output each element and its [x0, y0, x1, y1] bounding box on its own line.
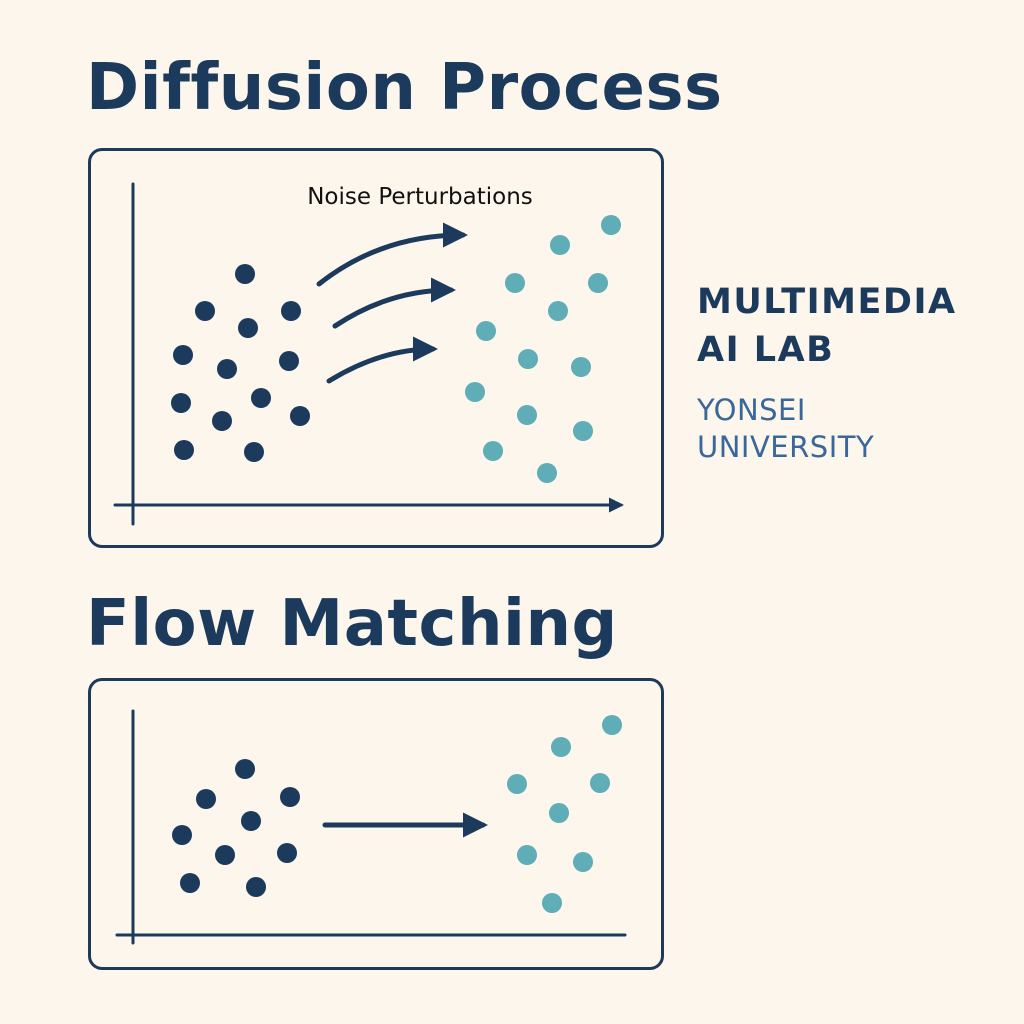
target-dot [590, 773, 610, 793]
source-distribution [171, 264, 310, 462]
target-dot [601, 215, 621, 235]
source-dot [235, 264, 255, 284]
target-dot [476, 321, 496, 341]
source-dot [171, 393, 191, 413]
source-dot [196, 789, 216, 809]
perturbation-arrow-2 [332, 277, 456, 329]
target-dot [465, 382, 485, 402]
flow-matching-panel [88, 678, 664, 970]
target-dot [517, 845, 537, 865]
source-dot [244, 442, 264, 462]
source-dot [280, 787, 300, 807]
source-dot [238, 318, 258, 338]
source-dot [195, 301, 215, 321]
source-dot [251, 388, 271, 408]
target-dot [518, 349, 538, 369]
diffusion-process-panel: Noise Perturbations [88, 148, 664, 548]
source-dot [212, 411, 232, 431]
target-dot [517, 405, 537, 425]
source-dot [215, 845, 235, 865]
noise-perturbations-label: Noise Perturbations [307, 184, 533, 210]
target-dot [602, 715, 622, 735]
source-dot [174, 440, 194, 460]
university-name: YONSEI UNIVERSITY [697, 392, 874, 466]
university-name-line-2: UNIVERSITY [697, 430, 875, 464]
source-dot [241, 811, 261, 831]
target-dot [551, 737, 571, 757]
source-dot [173, 345, 193, 365]
source-dot [180, 873, 200, 893]
target-dot [588, 273, 608, 293]
target-dot [505, 273, 525, 293]
target-dot [507, 774, 527, 794]
target-dot [542, 893, 562, 913]
target-dot [573, 421, 593, 441]
source-dot [246, 877, 266, 897]
target-dot [571, 357, 591, 377]
source-dot [277, 843, 297, 863]
source-dot [172, 825, 192, 845]
target-dot [550, 235, 570, 255]
perturbation-arrow-1 [316, 222, 468, 287]
flow-matching-diagram [115, 709, 627, 945]
lab-name: MULTIMEDIA AI LAB [697, 278, 957, 374]
target-dot [549, 803, 569, 823]
target-dot [537, 463, 557, 483]
target-distribution [465, 215, 621, 483]
source-dot [217, 359, 237, 379]
source-distribution [172, 759, 300, 897]
source-dot [235, 759, 255, 779]
perturbation-arrow-3 [326, 336, 438, 384]
flow-matching-title: Flow Matching [86, 587, 618, 661]
target-distribution [507, 715, 622, 913]
source-dot [279, 351, 299, 371]
lab-name-line-1: MULTIMEDIA [697, 282, 957, 322]
university-name-line-1: YONSEI [697, 393, 806, 427]
target-dot [573, 852, 593, 872]
target-dot [483, 441, 503, 461]
source-dot [290, 406, 310, 426]
diffusion-process-title: Diffusion Process [86, 51, 723, 125]
diffusion-diagram: Noise Perturbations [113, 182, 624, 526]
lab-name-line-2: AI LAB [697, 330, 835, 370]
target-dot [548, 301, 568, 321]
source-dot [281, 301, 301, 321]
